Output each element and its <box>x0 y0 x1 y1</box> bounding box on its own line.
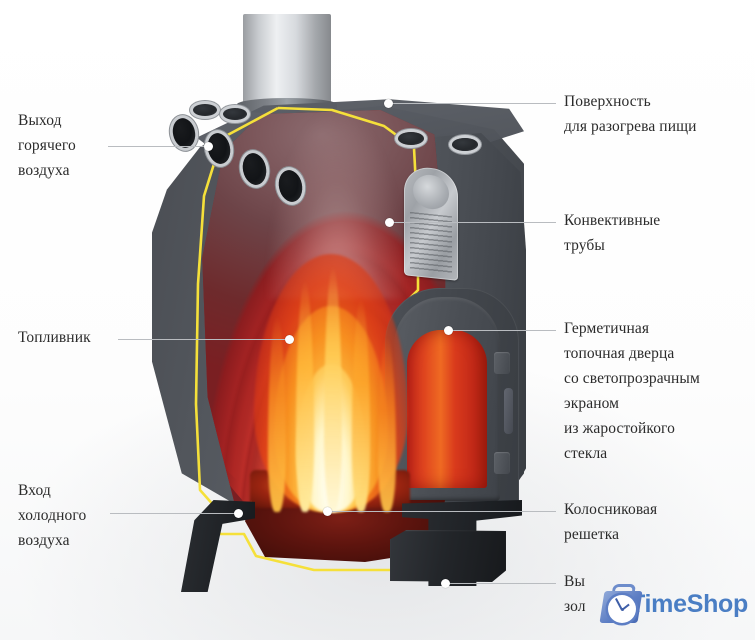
timeshop-bag-clock-icon <box>599 583 643 625</box>
leader-line-grate <box>330 511 556 512</box>
callout-dot-firebox <box>285 335 294 344</box>
convection-tube-port-top <box>193 104 217 116</box>
callout-dot-ash-drawer <box>441 579 450 588</box>
label-ash-drawer: Вы зол <box>564 573 586 615</box>
label-cooking-surface: Поверхность для разогрева пищи <box>564 93 697 135</box>
leader-line-hot-air-outlet <box>108 146 208 147</box>
leader-line-firebox <box>118 339 290 340</box>
callout-dot-convection-tubes <box>385 218 394 227</box>
label-grate: Колосниковая решетка <box>564 501 658 543</box>
clock-center-pin-icon <box>620 608 624 611</box>
convection-tube-port-top <box>398 132 424 145</box>
smoke-plume <box>267 110 408 299</box>
label-hot-air-outlet: Выход горячего воздуха <box>18 112 76 179</box>
leader-line-cold-air-inlet <box>110 513 238 514</box>
door-hinge <box>494 352 510 374</box>
chimney-pipe <box>243 14 331 106</box>
manufacturer-nameplate <box>404 165 458 281</box>
ash-drawer <box>390 530 506 582</box>
convection-tube-port-top <box>223 108 247 120</box>
callout-dot-grate <box>323 507 332 516</box>
callout-dot-cooking-surface <box>384 99 393 108</box>
leader-line-ash-drawer <box>448 583 556 584</box>
timeshop-brand-text: TimeShop <box>630 589 748 618</box>
label-firebox: Топливник <box>18 329 91 346</box>
timeshop-watermark: TimeShop <box>599 578 748 630</box>
leader-line-firebox-door <box>452 330 556 331</box>
ember-bed <box>250 470 410 508</box>
convection-tube-port-top <box>452 138 478 151</box>
label-convection-tubes: Конвективные трубы <box>564 212 661 254</box>
leader-line-cooking-surface <box>390 103 556 104</box>
callout-dot-hot-air-outlet <box>204 142 213 151</box>
label-cold-air-inlet: Вход холодного воздуха <box>18 482 87 549</box>
door-hinge <box>494 452 510 474</box>
label-firebox-door: Герметичная топочная дверца со светопроз… <box>564 320 700 462</box>
leader-line-convection-tubes <box>392 222 556 223</box>
callout-dot-firebox-door <box>444 326 453 335</box>
firebox-door-glass <box>407 330 487 488</box>
callout-dot-cold-air-inlet <box>234 509 243 518</box>
door-handle <box>504 388 513 434</box>
nameplate-emblem <box>413 173 449 211</box>
